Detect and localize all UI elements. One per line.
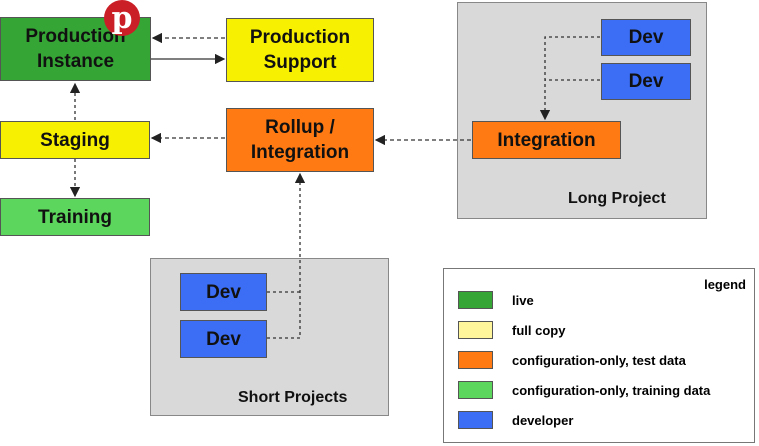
short-dev-node: Dev <box>180 273 267 311</box>
legend-swatch <box>458 321 493 339</box>
rollup-integration-node: Rollup / Integration <box>226 108 374 172</box>
production-support-node: Production Support <box>226 18 374 82</box>
legend-item-full-copy: full copy <box>458 321 565 339</box>
legend-label: live <box>512 292 534 308</box>
legend-label: full copy <box>512 322 566 338</box>
short-projects-label: Short Projects <box>238 389 348 406</box>
long-dev-node: Dev <box>601 63 691 100</box>
legend: legend live full copy configuration-only… <box>443 268 755 443</box>
legend-item-config-test: configuration-only, test data <box>458 351 686 369</box>
legend-title: legend <box>704 277 746 292</box>
long-project-label: Long Project <box>568 190 666 207</box>
legend-label: configuration-only, test data <box>512 352 686 368</box>
legend-item-live: live <box>458 291 534 309</box>
staging-node: Staging <box>0 121 150 159</box>
arrow-short-devs-to-rollup <box>267 172 306 339</box>
arrow-long-devs-to-integration <box>539 36 600 121</box>
legend-swatch <box>458 291 493 309</box>
integration-node: Integration <box>472 121 621 159</box>
pinterest-icon[interactable]: p <box>104 0 140 36</box>
legend-item-config-training: configuration-only, training data <box>458 381 710 399</box>
legend-label: developer <box>512 412 574 428</box>
training-node: Training <box>0 198 150 236</box>
legend-item-developer: developer <box>458 411 573 429</box>
legend-swatch <box>458 351 493 369</box>
short-dev-node: Dev <box>180 320 267 358</box>
legend-label: configuration-only, training data <box>512 382 711 398</box>
legend-swatch <box>458 411 493 429</box>
long-dev-node: Dev <box>601 19 691 56</box>
legend-swatch <box>458 381 493 399</box>
